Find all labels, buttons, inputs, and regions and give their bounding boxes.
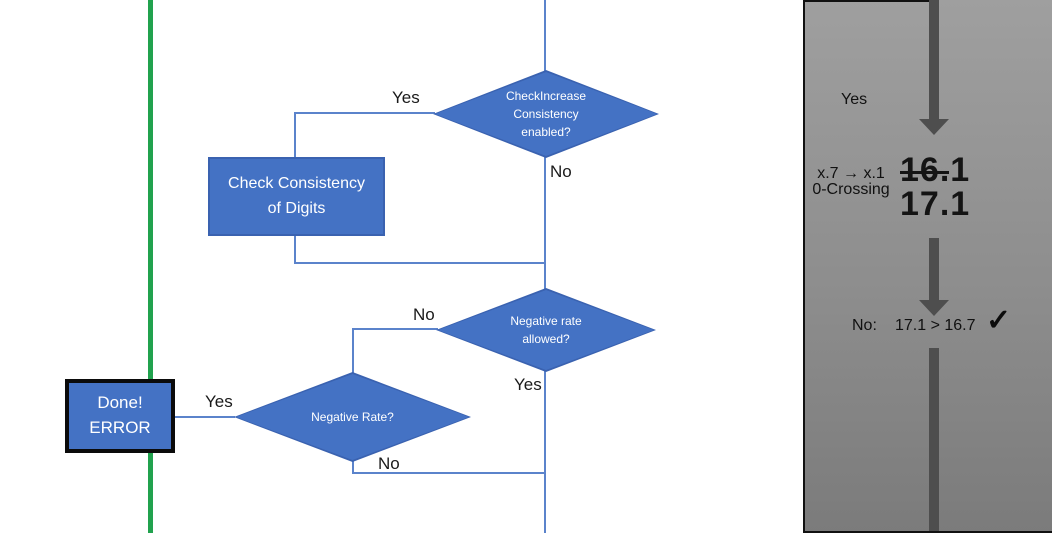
- decision-checkincrease-fill: CheckIncrease Consistency enabled?: [435, 72, 657, 156]
- decision-checkincrease-consistency: CheckIncrease Consistency enabled?: [433, 70, 659, 158]
- branch-label-yes-negative: Yes: [205, 392, 233, 411]
- panel-border-top: [803, 0, 935, 2]
- connector-negative-no-down: [352, 461, 354, 474]
- branch-label-no-negative: No: [378, 454, 400, 473]
- decision-negative-rate-label: Negative Rate?: [311, 410, 394, 424]
- terminal-done-error: Done! ERROR: [65, 379, 175, 453]
- decision-negative-rate-allowed: Negative rate allowed?: [436, 288, 656, 372]
- down-arrow-top-head-icon: [919, 119, 949, 135]
- decision-checkincrease-label-line3: enabled?: [521, 125, 571, 139]
- down-arrow-top-shaft: [929, 0, 939, 119]
- panel-border-left: [803, 0, 805, 533]
- main-flow-line: [544, 0, 546, 533]
- down-arrow-middle-shaft: [929, 238, 939, 300]
- old-value-text: 16.1: [900, 151, 971, 189]
- branch-label-yes-allowed: Yes: [514, 375, 542, 394]
- branch-label-no-allowed: No: [413, 305, 435, 324]
- annotation-panel: Yes x.7 → x.1 0-Crossing 16.1 17.1 No: 1…: [803, 0, 1052, 533]
- green-guide-line: [148, 0, 153, 533]
- connector-yes-top: [294, 112, 435, 114]
- process-check-label-line2: of Digits: [267, 199, 326, 217]
- connector-proc-return: [294, 262, 546, 264]
- connector-negative-no-return: [352, 472, 546, 474]
- decision-checkincrease-label-line1: CheckIncrease: [505, 89, 587, 103]
- connector-allowed-no: [352, 328, 438, 330]
- result-prefix: No:: [852, 317, 877, 334]
- result-comparison: 17.1 > 16.7: [895, 317, 976, 334]
- rule-text: x.7 → x.1 0-Crossing: [805, 166, 897, 198]
- decision-allowed-label-line1: Negative rate: [510, 314, 582, 328]
- down-arrow-bottom-shaft: [929, 348, 939, 531]
- down-arrow-middle-head-icon: [919, 300, 949, 316]
- rule-line1: x.7 → x.1: [817, 165, 885, 182]
- decision-negative-rate-allowed-fill: Negative rate allowed?: [438, 290, 654, 370]
- panel-border-bottom: [803, 531, 1052, 533]
- panel-yes-label: Yes: [841, 91, 868, 108]
- decision-negative-rate-fill: Negative Rate?: [236, 374, 469, 460]
- old-value-struck: 16.1: [900, 151, 971, 189]
- decision-allowed-label-line2: allowed?: [522, 332, 570, 346]
- connector-proc-down: [294, 232, 296, 264]
- connector-allowed-no-down: [352, 328, 354, 373]
- connector-yes-down: [294, 112, 296, 158]
- process-check-consistency: Check Consistency of Digits: [208, 157, 385, 236]
- branch-label-yes-top: Yes: [392, 88, 420, 107]
- new-value: 17.1: [900, 185, 971, 223]
- connector-negative-yes: [173, 416, 235, 418]
- checkmark-icon: ✓: [986, 304, 1012, 337]
- terminal-done-label-line1: Done!: [97, 393, 143, 413]
- decision-checkincrease-label-line2: Consistency: [513, 107, 579, 121]
- decision-negative-rate: Negative Rate?: [234, 372, 471, 462]
- process-check-label-line1: Check Consistency: [228, 174, 365, 192]
- branch-label-no-top: No: [550, 162, 572, 181]
- terminal-done-label-line2: ERROR: [89, 418, 151, 437]
- rule-line2: 0-Crossing: [812, 181, 890, 198]
